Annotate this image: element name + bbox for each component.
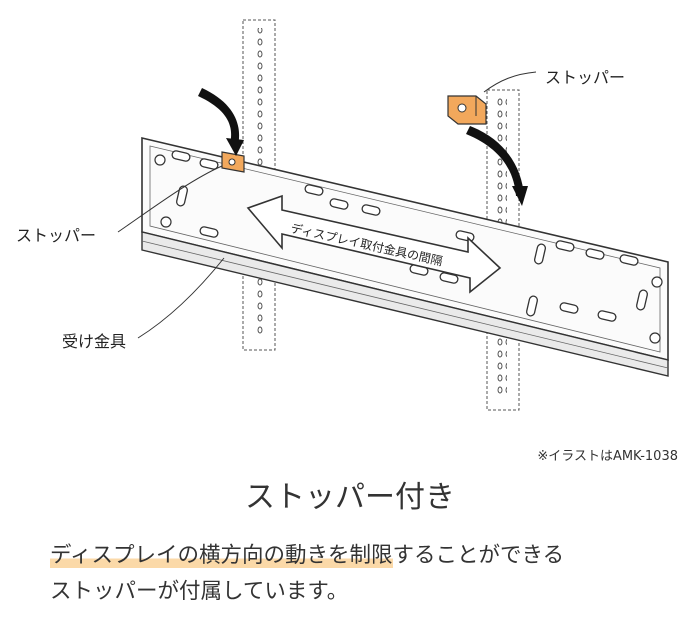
description-line-1: ディスプレイの横方向の動きを制限することができる xyxy=(50,538,564,569)
bracket-label: 受け金具 xyxy=(62,332,127,351)
plate-slots xyxy=(171,150,648,322)
description-highlight: ディスプレイの横方向の動きを制限 xyxy=(50,543,393,568)
right-stopper xyxy=(447,95,487,125)
section-heading: ストッパー付き xyxy=(0,472,700,516)
down-arrows xyxy=(198,88,528,206)
corner-screws xyxy=(154,154,663,344)
bracket-illustration: ディスプレイ取付金具の間隔 xyxy=(117,19,669,411)
left-stopper xyxy=(221,151,245,173)
stopper-label-left: ストッパー xyxy=(16,226,97,245)
illustration-caption: ※イラストはAMK-1038 xyxy=(537,449,678,464)
stopper-label-right: ストッパー xyxy=(545,68,626,87)
description-line-2: ストッパーが付属しています。 xyxy=(50,579,349,604)
heading-text: ストッパー付き xyxy=(241,480,459,515)
description-rest: することができる xyxy=(392,543,565,568)
leader-lines xyxy=(117,71,537,339)
